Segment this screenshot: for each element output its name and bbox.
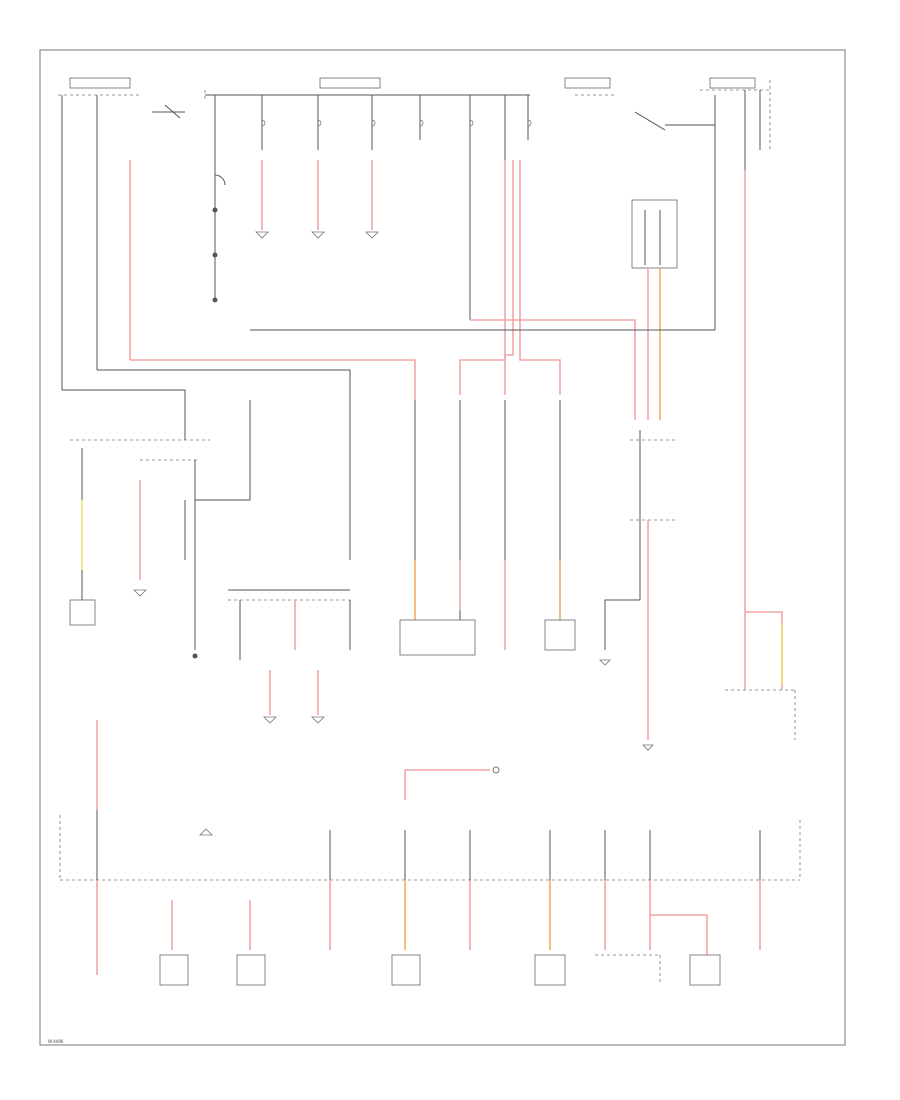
- module-box: [236, 954, 266, 986]
- footer-code: W-4496: [48, 1039, 64, 1044]
- top-fuse-region: [58, 77, 771, 390]
- module-box: [631, 199, 678, 269]
- splice-dot-icon: [212, 297, 218, 303]
- fuse-icon: [527, 95, 532, 140]
- mid-left-region: [62, 369, 351, 724]
- module-box: [159, 954, 189, 986]
- mid-fuse-row: [399, 400, 796, 751]
- main-harness: [130, 160, 746, 600]
- bottom-fuse-bus: [59, 810, 801, 986]
- module-box: [534, 954, 566, 986]
- connector-icon: [492, 766, 500, 774]
- module-box: [689, 954, 721, 986]
- fuse-icon: [311, 95, 325, 239]
- splice-dot-icon: [212, 252, 218, 258]
- fuse-icon: [419, 95, 424, 140]
- module-box: [544, 619, 576, 651]
- module-box: [399, 619, 476, 656]
- fuse-icon: [255, 95, 269, 239]
- diagram-frame: [39, 49, 846, 1046]
- fuse-icon: [365, 95, 379, 239]
- fuse-icon: [469, 95, 474, 320]
- splice-dot-icon: [212, 207, 218, 213]
- module-box: [391, 954, 421, 986]
- splice-row: [96, 720, 500, 810]
